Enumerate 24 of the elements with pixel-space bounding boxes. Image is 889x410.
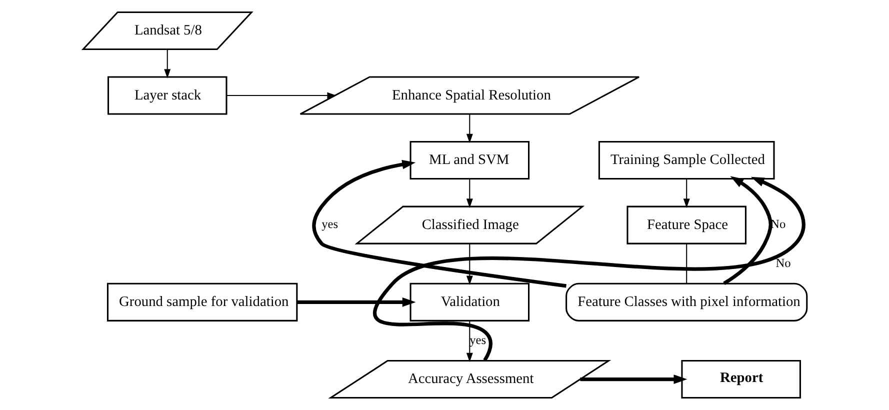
node-box: Layer stack [106, 76, 227, 115]
arrow [466, 179, 472, 208]
node-box: Training Sample Collected [598, 141, 774, 180]
node-box: Ground sample for validation [106, 282, 298, 322]
arrow [466, 320, 472, 362]
arrow [164, 50, 170, 78]
edge-label: yes [321, 217, 338, 232]
arrow [312, 160, 566, 288]
arrow [296, 297, 416, 307]
arrow [580, 374, 687, 384]
arrow [226, 92, 336, 99]
arrow [372, 176, 805, 362]
node-box: Feature Space [626, 206, 746, 244]
node-box: Validation [409, 282, 530, 322]
edge-label: No [775, 256, 790, 270]
node-box: Feature Classes with pixel information [565, 282, 808, 322]
arrow [682, 179, 690, 208]
connector [686, 244, 687, 284]
node-box: ML and SVM [409, 141, 530, 180]
arrow [466, 244, 472, 286]
arrow [722, 176, 772, 285]
edge-label: yes [469, 332, 486, 347]
node-box: Report [680, 360, 800, 399]
arrow [466, 114, 472, 144]
